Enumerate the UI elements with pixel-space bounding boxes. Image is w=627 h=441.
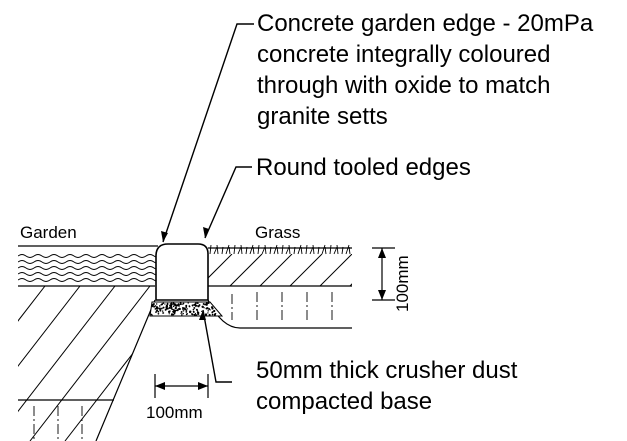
callout-line-4: granite setts — [257, 103, 388, 130]
grass-label: Grass — [255, 223, 300, 242]
horizontal-dimension-arrows — [155, 382, 208, 390]
vertical-dimension-arrows — [378, 248, 386, 300]
fill-marks — [231, 292, 333, 322]
arrowheads — [161, 227, 209, 320]
grass-turf — [209, 244, 351, 255]
leader-lines — [162, 23, 254, 383]
garden-mulch — [18, 254, 158, 282]
callout-line-2: concrete integrally coloured — [257, 41, 551, 68]
fill-marks-left — [33, 406, 83, 441]
callout-round-edges: Round tooled edges — [256, 154, 471, 181]
callout-concrete-edge: Concrete garden edge - 20mPa concrete in… — [257, 10, 594, 130]
callout-base-line-1: 50mm thick crusher dust — [256, 357, 518, 384]
crusher-dust-base — [149, 301, 224, 317]
grass-soil-hatch — [208, 254, 352, 286]
garden-label: Garden — [20, 223, 77, 242]
callout-crusher-dust: 50mm thick crusher dust compacted base — [256, 357, 518, 415]
horizontal-dimension-label: 100mm — [146, 403, 203, 422]
vertical-dimension-label: 100mm — [393, 255, 412, 312]
callout-base-line-2: compacted base — [256, 388, 432, 415]
concrete-edge-block — [155, 243, 209, 301]
callout-line-1: Concrete garden edge - 20mPa — [257, 10, 594, 37]
callout-line-3: through with oxide to match — [257, 72, 551, 99]
